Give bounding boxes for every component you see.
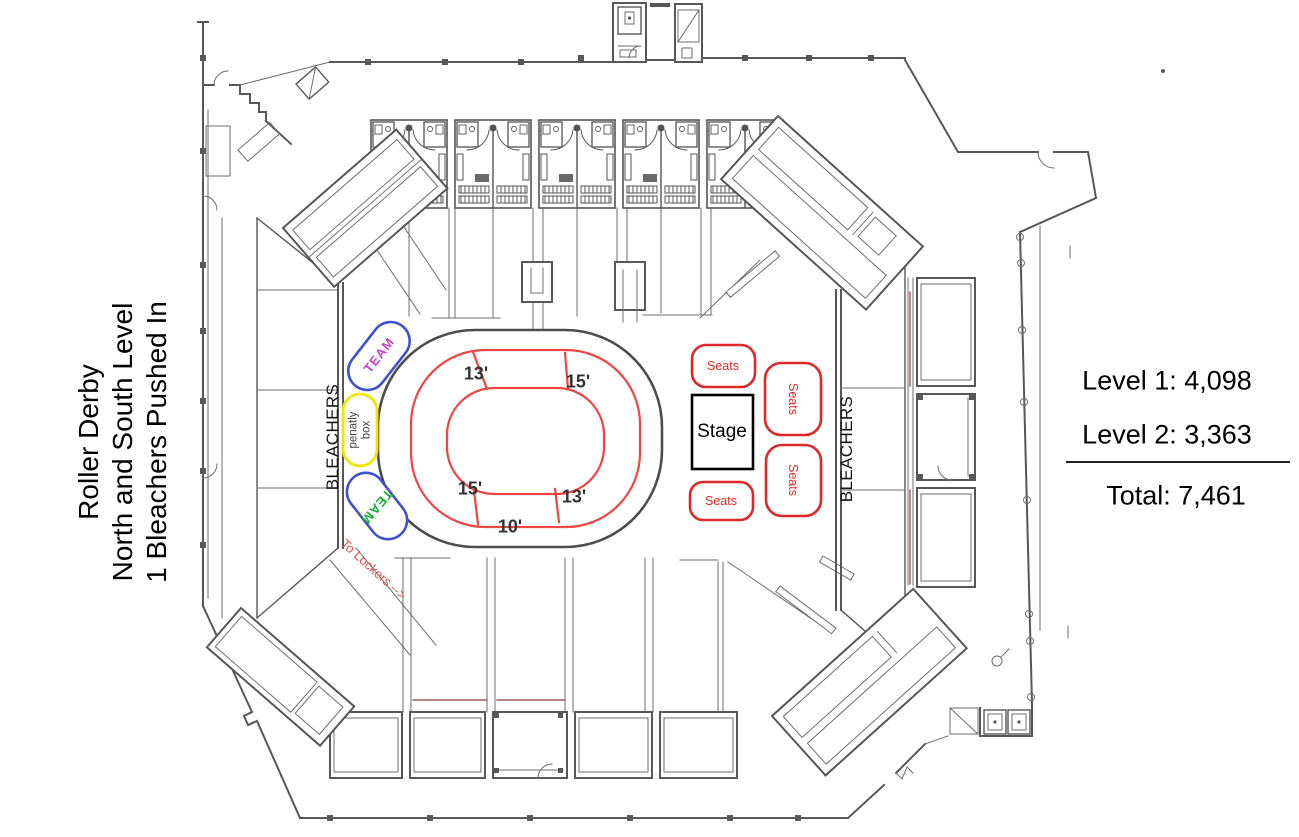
lower-bowl-aisles <box>329 547 855 713</box>
seats-right-lower-rect <box>764 443 823 518</box>
seats-right-lower-label: Seats <box>786 464 800 496</box>
seats-right-upper-rect <box>763 361 823 437</box>
event-title: Roller Derby <box>73 364 104 520</box>
penalty-box-word2: box <box>360 420 372 440</box>
capacity-sum-divider <box>1066 461 1290 463</box>
level2-capacity: Level 2: 3,363 <box>1082 419 1252 450</box>
track-dim-top-right: 15' <box>565 371 591 392</box>
team-box-top-capsule <box>347 320 411 392</box>
seats-top-rect <box>690 343 757 389</box>
seats-top-label: Seats <box>707 359 739 373</box>
bottom-room-row <box>329 711 738 779</box>
penalty-box-label: penatly box <box>348 411 373 448</box>
upper-bowl-aisles <box>341 169 781 329</box>
event-subtitle-2: 1 Bleachers Pushed In <box>141 301 172 583</box>
team-penalty-areas <box>341 320 411 541</box>
corner-block-ne <box>719 114 925 312</box>
corner-block-nw <box>281 128 449 289</box>
total-capacity: Total: 7,461 <box>1106 480 1246 511</box>
track-dim-bottom-center: 10' <box>497 516 523 537</box>
derby-track <box>376 328 664 549</box>
corner-block-sw <box>205 606 356 748</box>
level1-capacity: Level 1: 4,098 <box>1082 365 1252 396</box>
nw-stairs <box>205 65 330 177</box>
track-dim-bottom-right: 13' <box>561 486 587 507</box>
penalty-box-word1: penatly <box>347 411 360 449</box>
stage-label: Stage <box>697 421 747 442</box>
track-dim-bottom-left: 15' <box>457 478 483 499</box>
right-room-column <box>907 277 976 588</box>
bleachers-right-label: BLEACHERS <box>837 395 856 503</box>
bleachers-left-label: BLEACHERS <box>323 383 342 491</box>
seats-bottom-rect <box>688 480 755 522</box>
team-box-bottom-capsule <box>345 471 409 541</box>
seats-bottom-label: Seats <box>705 494 737 508</box>
stage-rect <box>690 393 755 471</box>
event-subtitle-1: North and South Level <box>107 302 138 582</box>
track-dim-top-left: 13' <box>463 363 489 384</box>
penalty-box-capsule <box>341 392 379 468</box>
building-shell <box>197 2 1165 821</box>
stage-and-seats <box>688 343 823 522</box>
side-event-label: Roller Derby North and South Level 1 Ble… <box>72 301 174 583</box>
corner-block-se <box>770 587 969 777</box>
bleachers-left-structure <box>221 217 344 619</box>
seats-right-upper-label: Seats <box>786 383 800 415</box>
